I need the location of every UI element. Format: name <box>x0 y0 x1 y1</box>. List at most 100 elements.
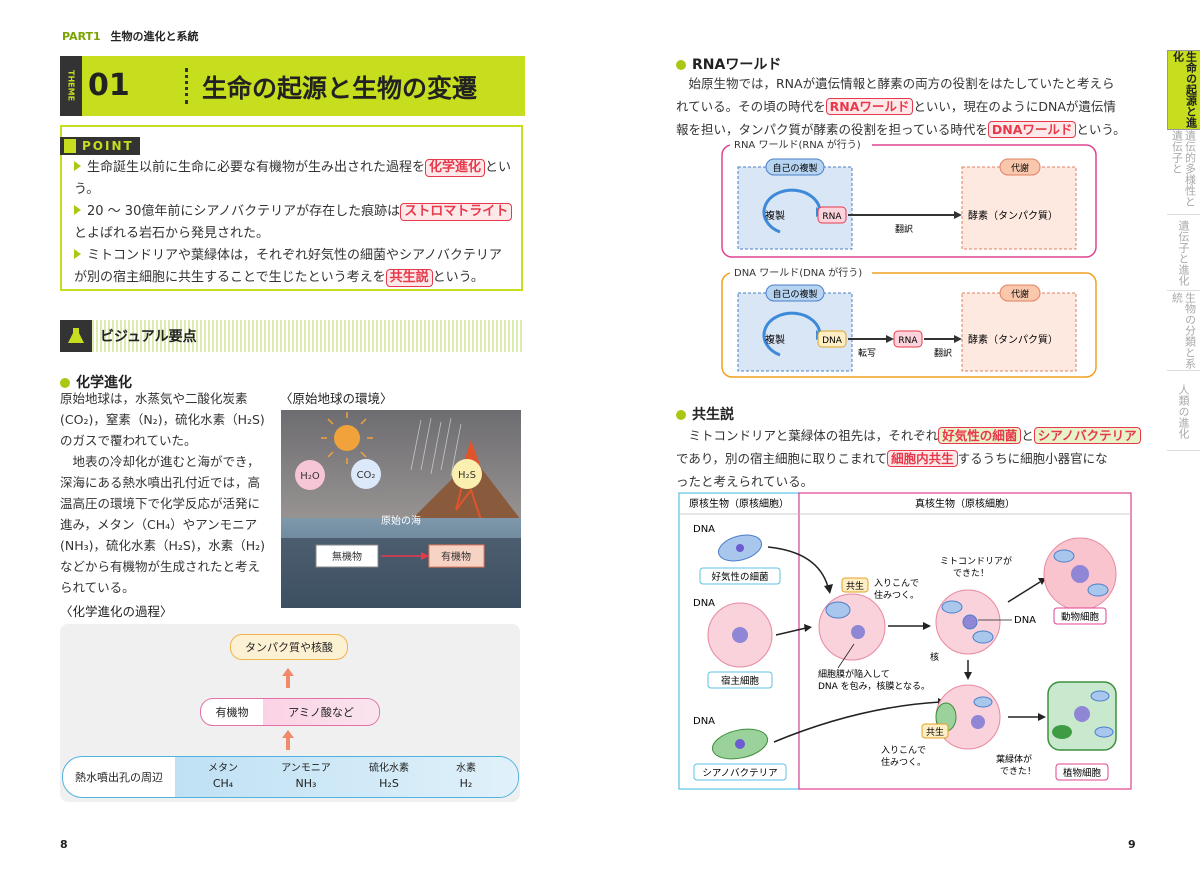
host-label: 宿主細胞 <box>721 675 760 687</box>
nucleus-label: 核 <box>930 651 939 663</box>
visual-header: ビジュアル要点 <box>60 320 523 352</box>
sym-heading: 共生説 <box>676 404 734 424</box>
part-header: PART1 生物の進化と系統 <box>62 28 199 44</box>
triangle-bullet-icon <box>74 249 81 259</box>
enter-label: 入りこんで <box>874 578 919 589</box>
text-line: 始原生物では，RNAが遺伝情報と酵素の両方の役割をはたしていたと考えら <box>676 76 1115 91</box>
text-line: 進み，メタン（CH₄）やアンモニア <box>60 517 258 532</box>
box1-title: RNA ワールド(RNA が行う) <box>734 138 861 151</box>
euk-header: 真核生物（原核細胞） <box>915 497 1015 510</box>
theme-banner: THEME 01 生命の起源と生物の変遷 <box>60 56 525 116</box>
membrane-label: 細胞膜が陥入して <box>818 668 890 680</box>
text-line: ミトコンドリアと葉緑体の祖先は，それぞれ好気性の細菌とシアノバクテリア <box>676 424 1156 447</box>
tab-4[interactable]: 生物の分類と系統 <box>1167 292 1200 371</box>
symbiosis-tag: 共生 <box>846 580 864 592</box>
triangle-bullet-icon <box>74 161 81 171</box>
up-arrow-icon <box>282 730 294 750</box>
key-icon <box>64 139 76 153</box>
box2-enzyme-label: 酵素（タンパク質） <box>968 333 1058 346</box>
box1-rep-label: 複製 <box>765 209 785 222</box>
chloro-label: 葉緑体が <box>996 753 1032 765</box>
sym-text: ミトコンドリアと葉緑体の祖先は，それぞれ好気性の細菌とシアノバクテリア であり，… <box>676 424 1156 493</box>
box1-rna-label: RNA <box>822 212 842 222</box>
aerobic-label: 好気性の細菌 <box>711 571 768 583</box>
env-caption: 〈原始地球の環境〉 <box>280 391 393 406</box>
dna-label: DNA <box>693 716 715 727</box>
organic-left: 有機物 <box>215 706 249 719</box>
animal-label: 動物細胞 <box>1061 611 1100 623</box>
text-line: などから有機物が生成されたと考え <box>60 559 261 574</box>
text-line: のガスで覆われていた。 <box>60 433 197 448</box>
prok-header: 原核生物（原核細胞） <box>689 497 789 510</box>
point-label: POINT <box>60 137 140 155</box>
organic-right: アミノ酸など <box>288 706 354 719</box>
keyword: ストロマトライト <box>400 203 513 221</box>
box2-metab-label: 代謝 <box>1011 288 1029 300</box>
rna-world-diagram: RNA ワールド(RNA が行う) 自己の複製 複製 RNA 翻訳 代謝 酵素（… <box>721 137 1097 378</box>
enter-label: 住みつく。 <box>874 589 919 601</box>
box1-metab-label: 代謝 <box>1011 162 1029 174</box>
rna-heading: RNAワールド <box>676 54 781 74</box>
text-line: (NH₃)，硫化水素（H₂S)，水素（H₂) <box>60 538 266 553</box>
keyword: DNAワールド <box>987 121 1077 138</box>
keyword: 細胞内共生 <box>887 450 958 467</box>
tab-2[interactable]: 遺伝的多様性と遺伝子と <box>1167 130 1200 215</box>
keyword: シアノバクテリア <box>1033 427 1141 444</box>
theme-title: 生命の起源と生物の変遷 <box>202 74 478 103</box>
point-box: POINT 生命誕生以前に生命に必要な有機物が生み出された過程を化学進化という。… <box>60 125 523 291</box>
vent-label: 熱水噴出孔の周辺 <box>75 771 163 784</box>
keyword: RNAワールド <box>825 98 914 115</box>
protein-box: タンパク質や核酸 <box>230 634 348 660</box>
point-item-3: ミトコンドリアや葉緑体は，それぞれ好気性の細菌やシアノバクテリアが別の宿主細胞に… <box>74 248 502 287</box>
symbiosis-tag: 共生 <box>926 726 944 738</box>
part-title: 生物の進化と系統 <box>110 30 199 43</box>
bullet-icon <box>676 410 686 420</box>
chem-heading: 化学進化 <box>60 372 132 392</box>
keyword: 共生説 <box>385 269 433 287</box>
box2-dna-label: DNA <box>822 336 843 346</box>
plant-label: 植物細胞 <box>1063 767 1102 779</box>
text-line: (CO₂)，窒素（N₂)，硫化水素（H₂S) <box>60 412 265 427</box>
part-label: PART1 <box>62 30 101 43</box>
keyword: 好気性の細菌 <box>938 427 1022 444</box>
flask-icon <box>60 320 92 352</box>
co2-label: CO₂ <box>357 470 376 481</box>
tab-3[interactable]: 遺伝子と進化 <box>1167 216 1200 291</box>
tab-1[interactable]: 生命の起源と進化 <box>1167 50 1200 130</box>
page-number-left: 8 <box>60 838 68 851</box>
text-line: 原始地球は，水蒸気や二酸化炭素 <box>60 391 248 406</box>
mito-label: できた！ <box>953 568 989 579</box>
theme-divider <box>185 68 191 104</box>
box2-rep-label: 複製 <box>765 333 785 346</box>
point-item-2: 20 ～ 30億年前にシアノバクテリアが存在した痕跡はストロマトライトとよばれる… <box>74 201 514 245</box>
text-line: 温高圧の環境下で化学反応が活発に <box>60 496 261 511</box>
membrane-label: DNA を包み，核膜となる。 <box>818 680 930 692</box>
visual-title: ビジュアル要点 <box>100 329 197 345</box>
mito-label: ミトコンドリアが <box>940 555 1012 567</box>
tab-5[interactable]: 人類の進化 <box>1167 372 1200 451</box>
keyword: 化学進化 <box>425 159 486 177</box>
theme-label: THEME <box>60 56 82 116</box>
box2-rna-label: RNA <box>898 336 918 346</box>
bullet-icon <box>676 60 686 70</box>
enter-label: 住みつく。 <box>881 756 926 768</box>
inorganic-label: 無機物 <box>332 550 362 563</box>
box1-self-label: 自己の複製 <box>772 162 817 174</box>
box2-title: DNA ワールド(DNA が行う) <box>734 266 862 279</box>
text-line: 地表の冷却化が進むと海ができ， <box>60 454 260 469</box>
chloro-label: できた！ <box>1000 766 1036 777</box>
organic-label: 有機物 <box>441 550 471 563</box>
process-caption: 〈化学進化の過程〉 <box>60 604 173 619</box>
cyano-label: シアノバクテリア <box>702 768 777 779</box>
text-line: であり，別の宿主細胞に取りこまれて細胞内共生するうちに細胞小器官にな <box>676 450 1108 467</box>
dna-label: DNA <box>1014 615 1036 626</box>
primitive-earth-illustration: H₂O CO₂ H₂S 原始の海 無機物 有機物 <box>281 410 521 608</box>
sea-label: 原始の海 <box>381 514 421 527</box>
